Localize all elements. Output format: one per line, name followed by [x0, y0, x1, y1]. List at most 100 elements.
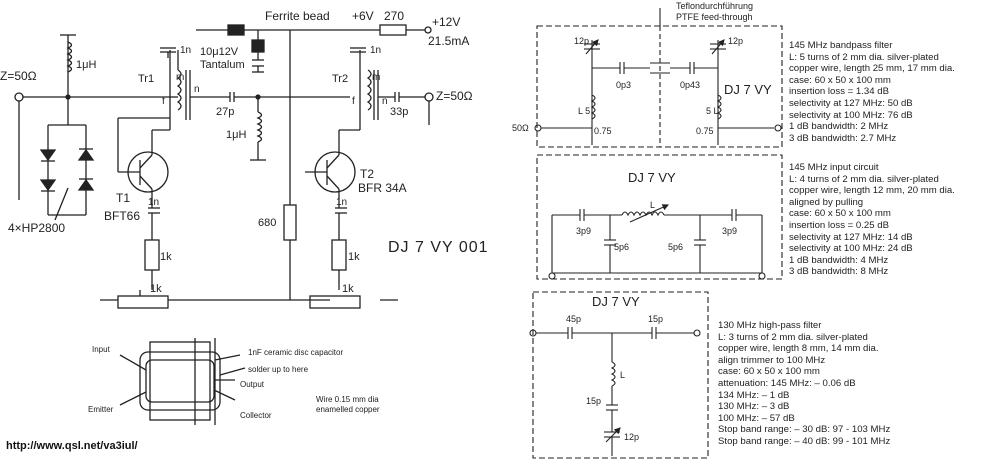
- bp-l5-right-label: 5 L: [706, 106, 719, 116]
- spec-line: copper wire, length 25 mm, 17 mm dia.: [789, 63, 955, 75]
- tap-f2-label: f: [352, 96, 355, 107]
- spec-line: 145 MHz bandpass filter: [789, 40, 893, 51]
- choke-mid-label: 1μH: [226, 129, 246, 141]
- t1-label: T1: [116, 191, 130, 205]
- diodes-label: 4×HP2800: [8, 221, 65, 235]
- bp-tap-right-label: 0.75: [696, 126, 714, 136]
- bp-c0p43-label: 0p43: [680, 80, 700, 90]
- hp-c15p-shunt-label: 15p: [586, 396, 601, 406]
- resistor-1k-t2: [331, 239, 347, 271]
- input-circuit-schematic: [536, 154, 783, 280]
- spec-line: 100 MHz: – 57 dB: [718, 412, 795, 424]
- spec-line: Stop band range: – 30 dB: 97 - 103 MHz: [718, 424, 891, 436]
- ic-c3p9-right-label: 3p9: [722, 226, 737, 236]
- cap-1n-label-b: 1n: [370, 45, 381, 56]
- spec-line: selectivity at 127 MHz: 50 dB: [789, 97, 913, 109]
- pot-1k-a: [117, 295, 169, 309]
- tr2-label: Tr2: [332, 73, 348, 85]
- diode-3: [77, 148, 95, 161]
- feedthrough-label-1: Teflondurchführung: [676, 1, 753, 11]
- bandpass-filter-schematic: [534, 8, 783, 148]
- hp-inductor-label: L: [620, 370, 625, 380]
- spec-line: align trimmer to 100 MHz: [718, 354, 826, 366]
- spec-line: Stop band range: – 40 dB: 99 - 101 MHz: [718, 435, 891, 447]
- spec-line: case: 60 x 50 x 100 mm: [789, 208, 891, 220]
- detail-ceramic-label: 1nF ceramic disc capacitor: [248, 348, 343, 357]
- spec-line: 130 MHz: – 3 dB: [718, 401, 790, 413]
- output-connector: [424, 92, 434, 102]
- supply-6v-label: +6V: [352, 9, 374, 23]
- spec-line: copper wire, length 8 mm, 14 mm dia.: [718, 343, 879, 355]
- spec-line: 134 MHz: – 1 dB: [718, 389, 790, 401]
- choke-mid-1uh: [256, 111, 263, 143]
- ic-c5p6-right-label: 5p6: [668, 242, 683, 252]
- spec-line: 1 dB bandwidth: 4 MHz: [789, 254, 889, 266]
- spec-line: 3 dB bandwidth: 2.7 MHz: [789, 132, 897, 144]
- resistor-1k-label-b: 1k: [348, 251, 360, 263]
- spec-line: L: 4 turns of 2 mm dia. silver-plated: [789, 173, 939, 185]
- transformer-detail-drawing: [119, 338, 246, 425]
- impedance-in-label: Z=50Ω: [0, 69, 37, 83]
- detail-solder-label: solder up to here: [248, 365, 309, 374]
- spec-line: L: 5 turns of 2 mm dia. silver-plated: [789, 51, 939, 63]
- cap-1n-label-d: 1n: [336, 197, 347, 208]
- supply-12v-terminal: [424, 26, 432, 34]
- t2-label: T2: [360, 167, 374, 181]
- tr1-label: Tr1: [138, 73, 154, 85]
- bp-tap-left-label: 0.75: [594, 126, 612, 136]
- current-label: 21.5mA: [428, 34, 469, 48]
- tap-n2-label: n: [382, 96, 388, 107]
- source-url[interactable]: http://www.qsl.net/va3iul/: [6, 440, 138, 452]
- resistor-1k-t1: [144, 239, 160, 271]
- tantalum-label-1: 10μ12V: [200, 46, 239, 58]
- diode-2: [39, 179, 57, 192]
- detail-emitter-label: Emitter: [88, 405, 114, 414]
- t2-type-label: BFR 34A: [358, 181, 407, 195]
- detail-wire-label-1: Wire 0.15 mm dia: [316, 395, 379, 404]
- ic-c5p6-left-label: 5p6: [614, 242, 629, 252]
- cap-33p-label: 33p: [390, 106, 408, 118]
- t1-type-label: BFT66: [104, 209, 140, 223]
- ic-dj7vy-label: DJ 7 VY: [628, 170, 676, 185]
- ferrite-bead-label: Ferrite bead: [265, 9, 330, 23]
- supply-12v-label: +12V: [432, 15, 460, 29]
- spec-line: 145 MHz input circuit: [789, 162, 879, 173]
- tap-f1-label: f: [162, 96, 165, 107]
- diode-4: [77, 178, 95, 191]
- cap-1n-label-a: 1n: [180, 45, 191, 56]
- hp-c15p-top-label: 15p: [648, 314, 663, 324]
- bp-l5-left-label: L 5: [578, 106, 590, 116]
- cap-27p-label: 27p: [216, 106, 234, 118]
- tr2-winding: [366, 69, 372, 111]
- spec-line: selectivity at 100 MHz: 24 dB: [789, 243, 913, 255]
- amplifier-title: DJ 7 VY 001: [388, 239, 489, 256]
- resistor-680: [283, 204, 297, 241]
- hp-c12p-label: 12p: [624, 432, 639, 442]
- ferrite-bead: [227, 24, 245, 36]
- detail-output-label: Output: [240, 380, 265, 389]
- hp-c45p-label: 45p: [566, 314, 581, 324]
- tr1-winding: [176, 69, 182, 111]
- amplifier-schematic: [14, 24, 434, 425]
- choke-in-1uh: [66, 41, 73, 73]
- pot-1k-b: [309, 295, 361, 309]
- detail-collector-label: Collector: [240, 411, 272, 420]
- bp-c12p-left-label: 12p: [574, 36, 589, 46]
- bp-c0p3-label: 0p3: [616, 80, 631, 90]
- pot-1k-label-b: 1k: [342, 283, 354, 295]
- bp-c12p-right-label: 12p: [728, 36, 743, 46]
- cap-1n-label-c: 1n: [148, 197, 159, 208]
- ic-inductor-label: L: [650, 200, 655, 210]
- resistor-1k-label-a: 1k: [160, 251, 172, 263]
- ic-c3p9-left-label: 3p9: [576, 226, 591, 236]
- spec-line: copper wire, length 12 mm, 20 mm dia.: [789, 185, 955, 197]
- detail-wire-label-2: enamelled copper: [316, 405, 380, 414]
- bp-port-label: 50Ω: [512, 123, 529, 133]
- tap-n1-label: n: [194, 84, 200, 95]
- diode-1: [39, 149, 57, 162]
- tap-m2-label: m: [372, 72, 380, 83]
- choke-in-label: 1μH: [76, 59, 96, 71]
